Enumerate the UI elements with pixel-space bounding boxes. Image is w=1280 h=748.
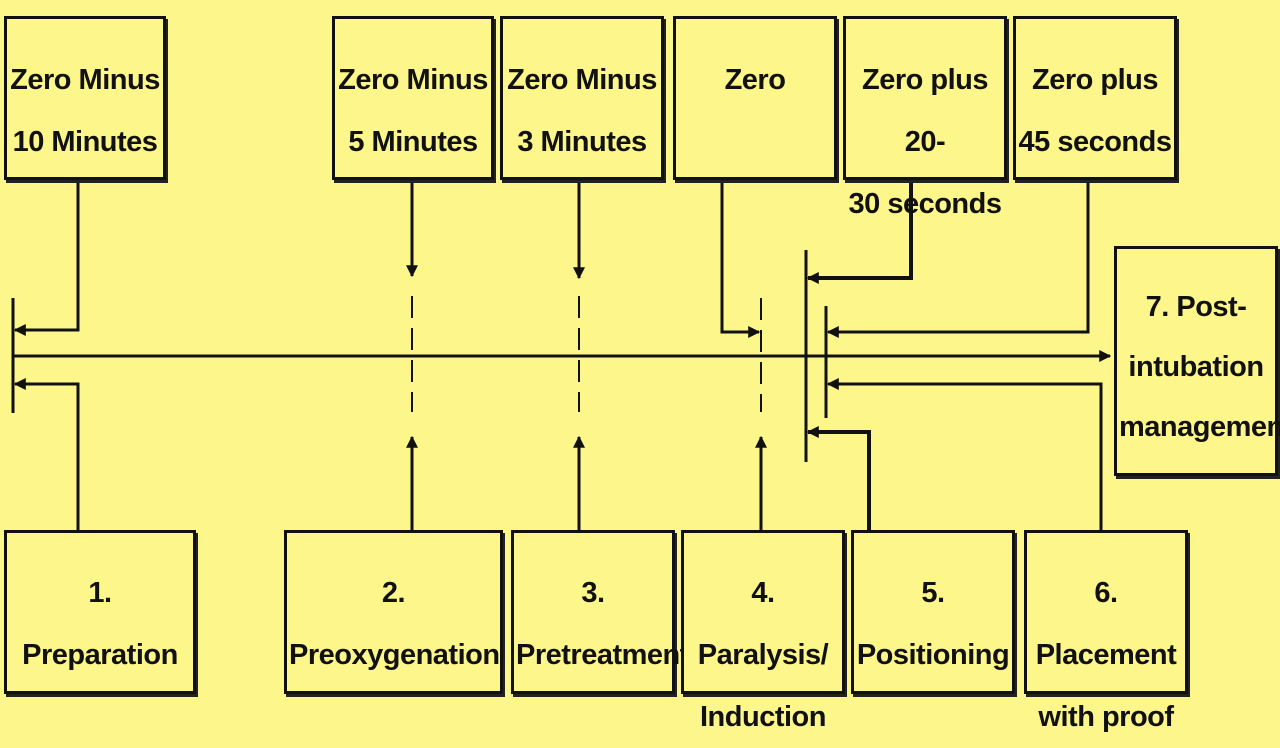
step-box-pretreatment: 3. Pretreatment bbox=[511, 530, 689, 694]
step-box-preparation: 1. Preparation bbox=[4, 530, 196, 694]
time-box-zero-minus-5: Zero Minus 5 Minutes bbox=[332, 16, 494, 180]
connector-t5 bbox=[806, 182, 913, 284]
connector-s1 bbox=[13, 378, 80, 532]
step-box-post-intubation-management: 7. Post- intubation management bbox=[1114, 246, 1280, 476]
connector-t1 bbox=[13, 182, 80, 336]
time-box-zero-plus-20-30: Zero plus 20- 30 seconds bbox=[843, 16, 1007, 220]
flow-lines bbox=[11, 182, 1112, 532]
time-box-zero-plus-45: Zero plus 45 seconds bbox=[1013, 16, 1177, 180]
connector-t4 bbox=[720, 182, 761, 338]
step-box-positioning: 5. Positioning bbox=[851, 530, 1015, 694]
time-box-zero-minus-3: Zero Minus 3 Minutes bbox=[500, 16, 664, 180]
connector-t6 bbox=[826, 182, 1090, 338]
connector-s5 bbox=[806, 426, 871, 532]
time-box-zero-minus-10: Zero Minus 10 Minutes bbox=[4, 16, 166, 180]
step-box-placement-with-proof: 6. Placement with proof bbox=[1024, 530, 1188, 733]
connector-s6 bbox=[826, 378, 1103, 532]
time-box-zero: Zero bbox=[673, 16, 837, 180]
step-box-preoxygenation: 2. Preoxygenation bbox=[284, 530, 503, 694]
step-box-paralysis-induction: 4. Paralysis/ Induction bbox=[681, 530, 845, 733]
